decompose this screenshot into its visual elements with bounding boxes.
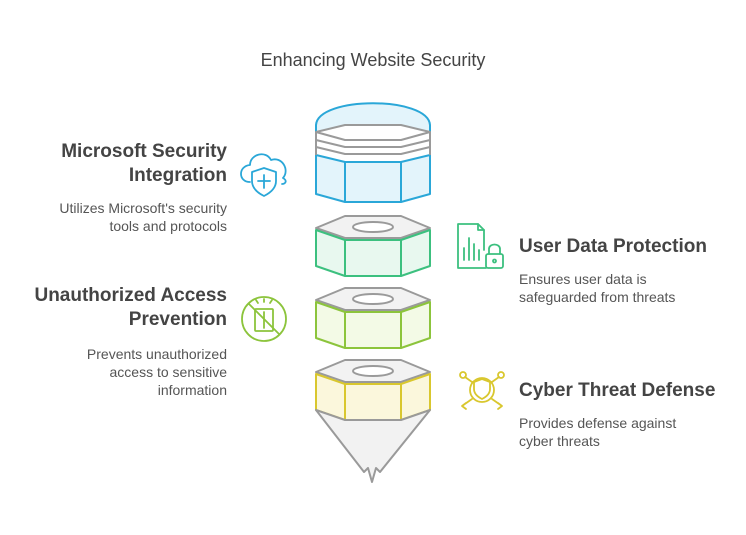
heading-user-data-protection: User Data Protection — [519, 236, 707, 257]
access-blocked-icon — [241, 296, 287, 342]
stack-segment-green — [315, 215, 431, 277]
description-microsoft-security-integration: Utilizes Microsoft's security tools and … — [59, 200, 227, 234]
heading-cyber-threat-defense: Cyber Threat Defense — [519, 380, 716, 401]
stack-segment-yellow — [315, 359, 431, 421]
stack-segment-top — [315, 102, 431, 203]
heading-microsoft-security-integration: Microsoft Security Integration — [61, 141, 227, 186]
heading-unauthorized-access-prevention: Unauthorized Access Prevention — [34, 285, 227, 330]
description-unauthorized-access-prevention: Prevents unauthorized access to sensitiv… — [86, 346, 227, 398]
diagram-title: Enhancing Website Security — [260, 50, 486, 70]
shield-network-icon — [459, 371, 505, 410]
data-lock-icon — [457, 223, 504, 269]
cloud-shield-icon — [240, 153, 287, 197]
stack-segment-lime — [315, 287, 431, 349]
description-user-data-protection: Ensures user data is safeguarded from th… — [519, 271, 676, 305]
description-cyber-threat-defense: Provides defense against cyber threats — [519, 415, 677, 449]
stack-tip — [315, 409, 431, 483]
